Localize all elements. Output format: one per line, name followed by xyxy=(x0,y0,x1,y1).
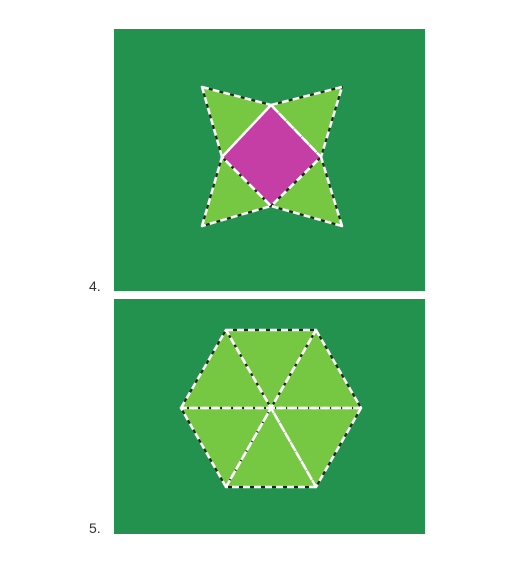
triangle-bottom-right xyxy=(271,157,342,226)
triangle-top-right xyxy=(271,87,342,157)
triangle-top xyxy=(226,330,316,408)
triangle-top-left xyxy=(202,87,271,157)
figure-number-4: 4. xyxy=(89,278,101,294)
figure-4-triangles xyxy=(202,87,342,226)
triangle-top-right xyxy=(271,330,361,408)
triangle-bottom-left xyxy=(202,157,271,226)
figure-number-5: 5. xyxy=(89,520,101,536)
triangle-bottom-right xyxy=(271,408,361,487)
net-diagram-hexagon xyxy=(114,299,425,534)
net-diagram-square-pyramid xyxy=(114,29,425,291)
triangle-bottom-left xyxy=(181,408,271,487)
figure-5-fold-lines xyxy=(179,328,363,489)
figure-4-fold-lines xyxy=(200,85,344,228)
figure-5-triangles xyxy=(181,330,361,487)
triangle-top-left xyxy=(181,330,271,408)
triangle-bottom xyxy=(226,408,316,487)
